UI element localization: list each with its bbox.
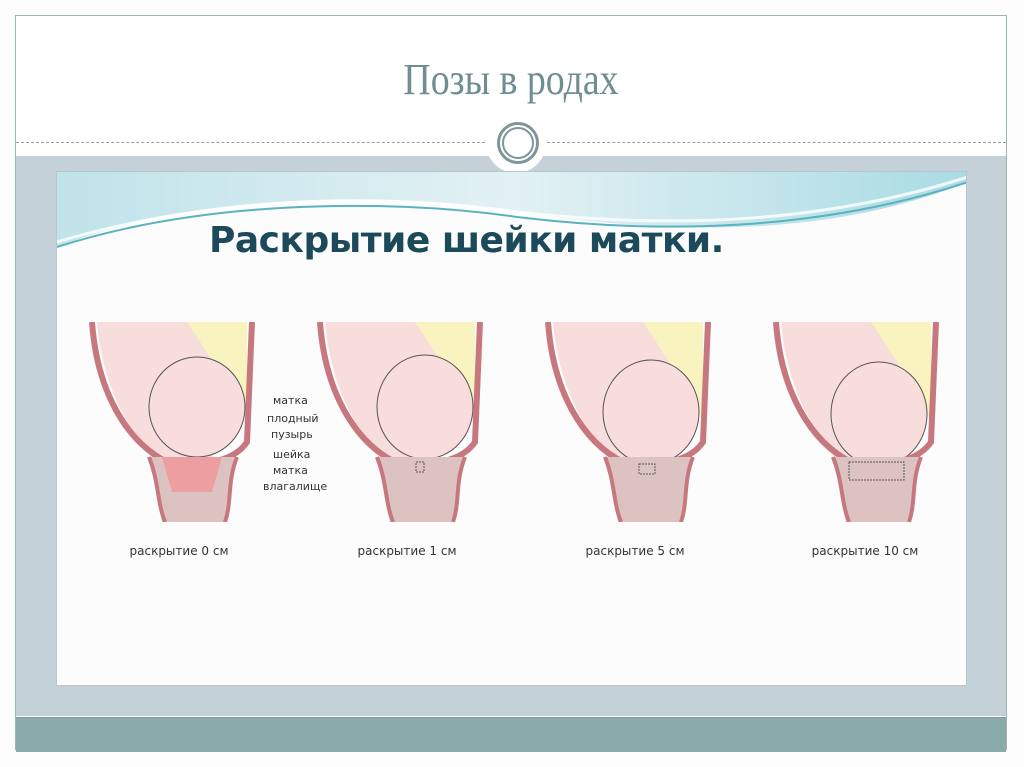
wave-decoration (57, 172, 966, 248)
footer-band (16, 717, 1006, 752)
stage-caption-10: раскрытие 10 см (811, 544, 919, 558)
label-amniotic-sac-1: плодный (267, 412, 319, 425)
stage-caption-1: раскрытие 1 см (357, 544, 457, 558)
uterus-diagram-icon (89, 322, 255, 522)
label-amniotic-sac-2: пузырь (271, 428, 313, 441)
label-vagina: влагалище (263, 480, 328, 493)
ornament-ring-icon (497, 122, 539, 164)
uterus-diagram-icon (545, 322, 711, 522)
slide: Позы в родах Раскрытие шейки матки. (15, 15, 1007, 752)
stage-1cm-illustration (315, 322, 505, 522)
label-cervix-1: шейка (273, 448, 311, 461)
label-uterus: матка (273, 394, 308, 407)
stage-10cm-illustration (771, 322, 961, 522)
stage-0cm-illustration (87, 322, 277, 522)
label-cervix-2: матка (273, 464, 308, 477)
figure-heading: Раскрытие шейки матки. (209, 220, 724, 261)
cervix-dilation-figure: Раскрытие шейки матки. матка плодный пуз… (56, 171, 967, 686)
uterus-diagram-icon (773, 322, 939, 522)
stage-caption-5: раскрытие 5 см (585, 544, 685, 558)
stage-caption-0: раскрытие 0 см (129, 544, 229, 558)
stage-5cm-illustration (543, 322, 733, 522)
uterus-diagram-icon (317, 322, 483, 522)
slide-title: Позы в родах (403, 55, 619, 104)
ornament-ring-inner-icon (502, 127, 534, 159)
